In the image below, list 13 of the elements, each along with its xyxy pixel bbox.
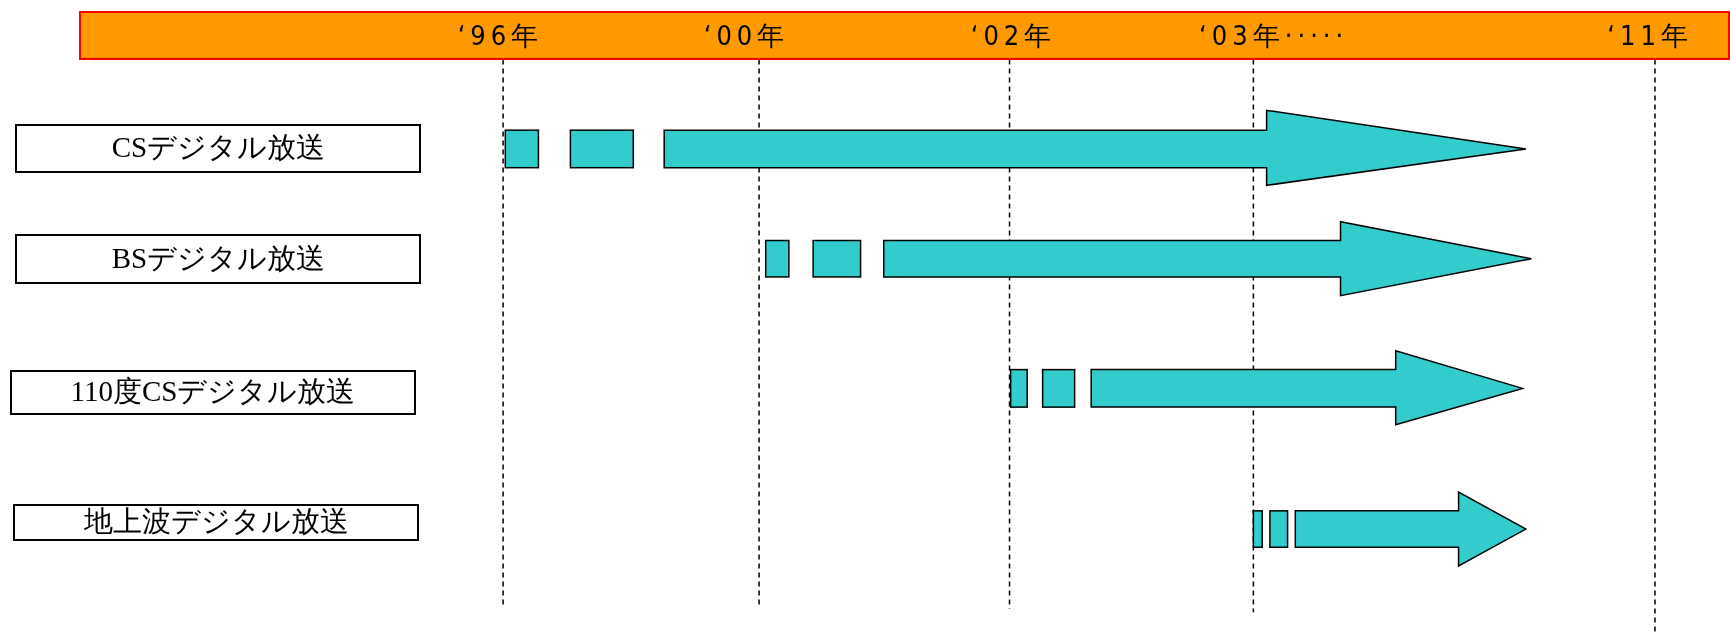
- service-name: 地上波デジタル放送: [83, 504, 349, 540]
- service-name: CSデジタル放送: [111, 130, 326, 166]
- year-label: ‘03年·····: [1199, 21, 1349, 49]
- label-box: [15, 123, 422, 174]
- label-box: [9, 369, 416, 415]
- label-box: [13, 504, 420, 541]
- year-label: ‘00年: [703, 21, 790, 49]
- year-label: ‘11年: [1607, 21, 1693, 49]
- service-name: BSデジタル放送: [111, 240, 326, 276]
- year-label: ‘02年: [970, 21, 1057, 49]
- year-label: ‘96年: [457, 21, 544, 49]
- service-name: 110度CSデジタル放送: [70, 374, 356, 410]
- label-box: [15, 233, 422, 284]
